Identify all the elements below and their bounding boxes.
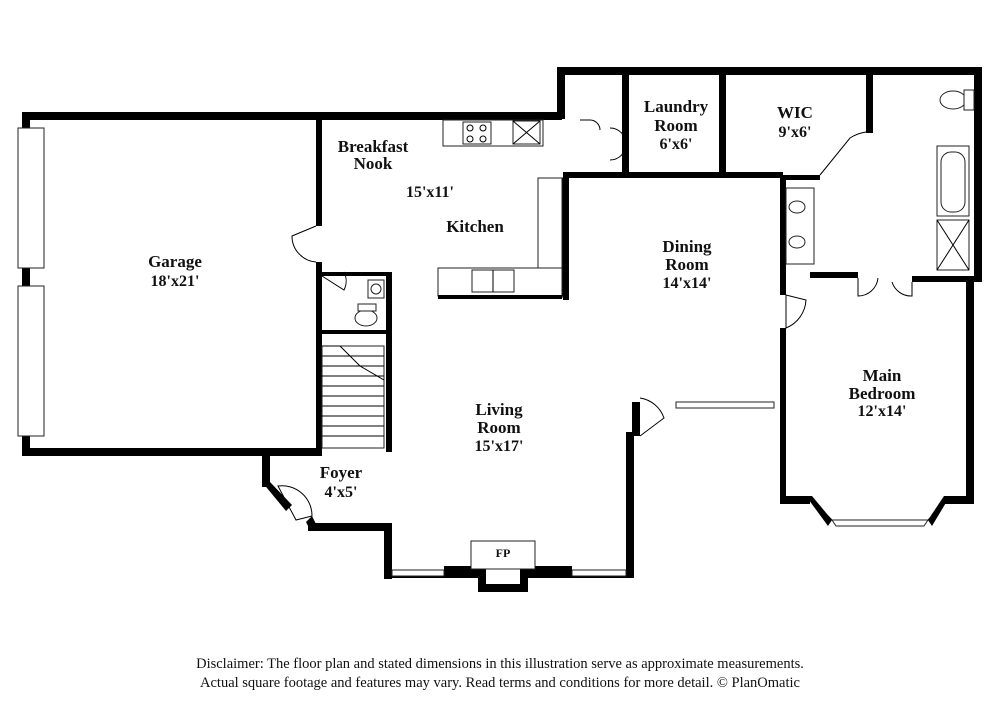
doors — [277, 131, 913, 521]
breakfast-name-2: Nook — [354, 154, 393, 173]
kitchen-name: Kitchen — [446, 217, 504, 236]
living-dims: 15'x17' — [475, 438, 524, 455]
main-bedroom-dims: 12'x14' — [858, 403, 907, 420]
walls — [22, 67, 982, 592]
bath-fixtures — [354, 89, 975, 327]
laundry-name-2: Room — [654, 116, 697, 135]
fireplace: FP — [470, 540, 536, 570]
wic-name: WIC — [777, 103, 813, 122]
garage-name: Garage — [148, 252, 202, 271]
breakfast-name-1: Breakfast — [338, 137, 409, 156]
living-name-1: Living — [475, 400, 523, 419]
kitchen-fixtures — [437, 119, 627, 299]
living-name-2: Room — [477, 418, 520, 437]
foyer-name: Foyer — [320, 463, 363, 482]
main-bedroom-name-1: Main — [863, 366, 902, 385]
fireplace-label: FP — [496, 546, 511, 560]
laundry-dims: 6'x6' — [660, 136, 693, 153]
disclaimer-line-2: Actual square footage and features may v… — [200, 675, 800, 691]
main-bedroom-name-2: Bedroom — [849, 384, 916, 403]
dining-dims: 14'x14' — [663, 275, 712, 292]
wic-dims: 9'x6' — [779, 124, 812, 141]
kitchen-dims: 15'x11' — [406, 184, 454, 201]
dining-name-1: Dining — [662, 237, 712, 256]
staircase — [321, 345, 385, 449]
laundry-name-1: Laundry — [644, 97, 709, 116]
room-labels: Garage 18'x21' Breakfast Nook 15'x11' Ki… — [148, 97, 915, 501]
disclaimer-line-1: Disclaimer: The floor plan and stated di… — [196, 656, 804, 672]
windows — [17, 127, 949, 577]
foyer-dims: 4'x5' — [325, 484, 358, 501]
garage-dims: 18'x21' — [151, 273, 200, 290]
dining-name-2: Room — [665, 255, 708, 274]
